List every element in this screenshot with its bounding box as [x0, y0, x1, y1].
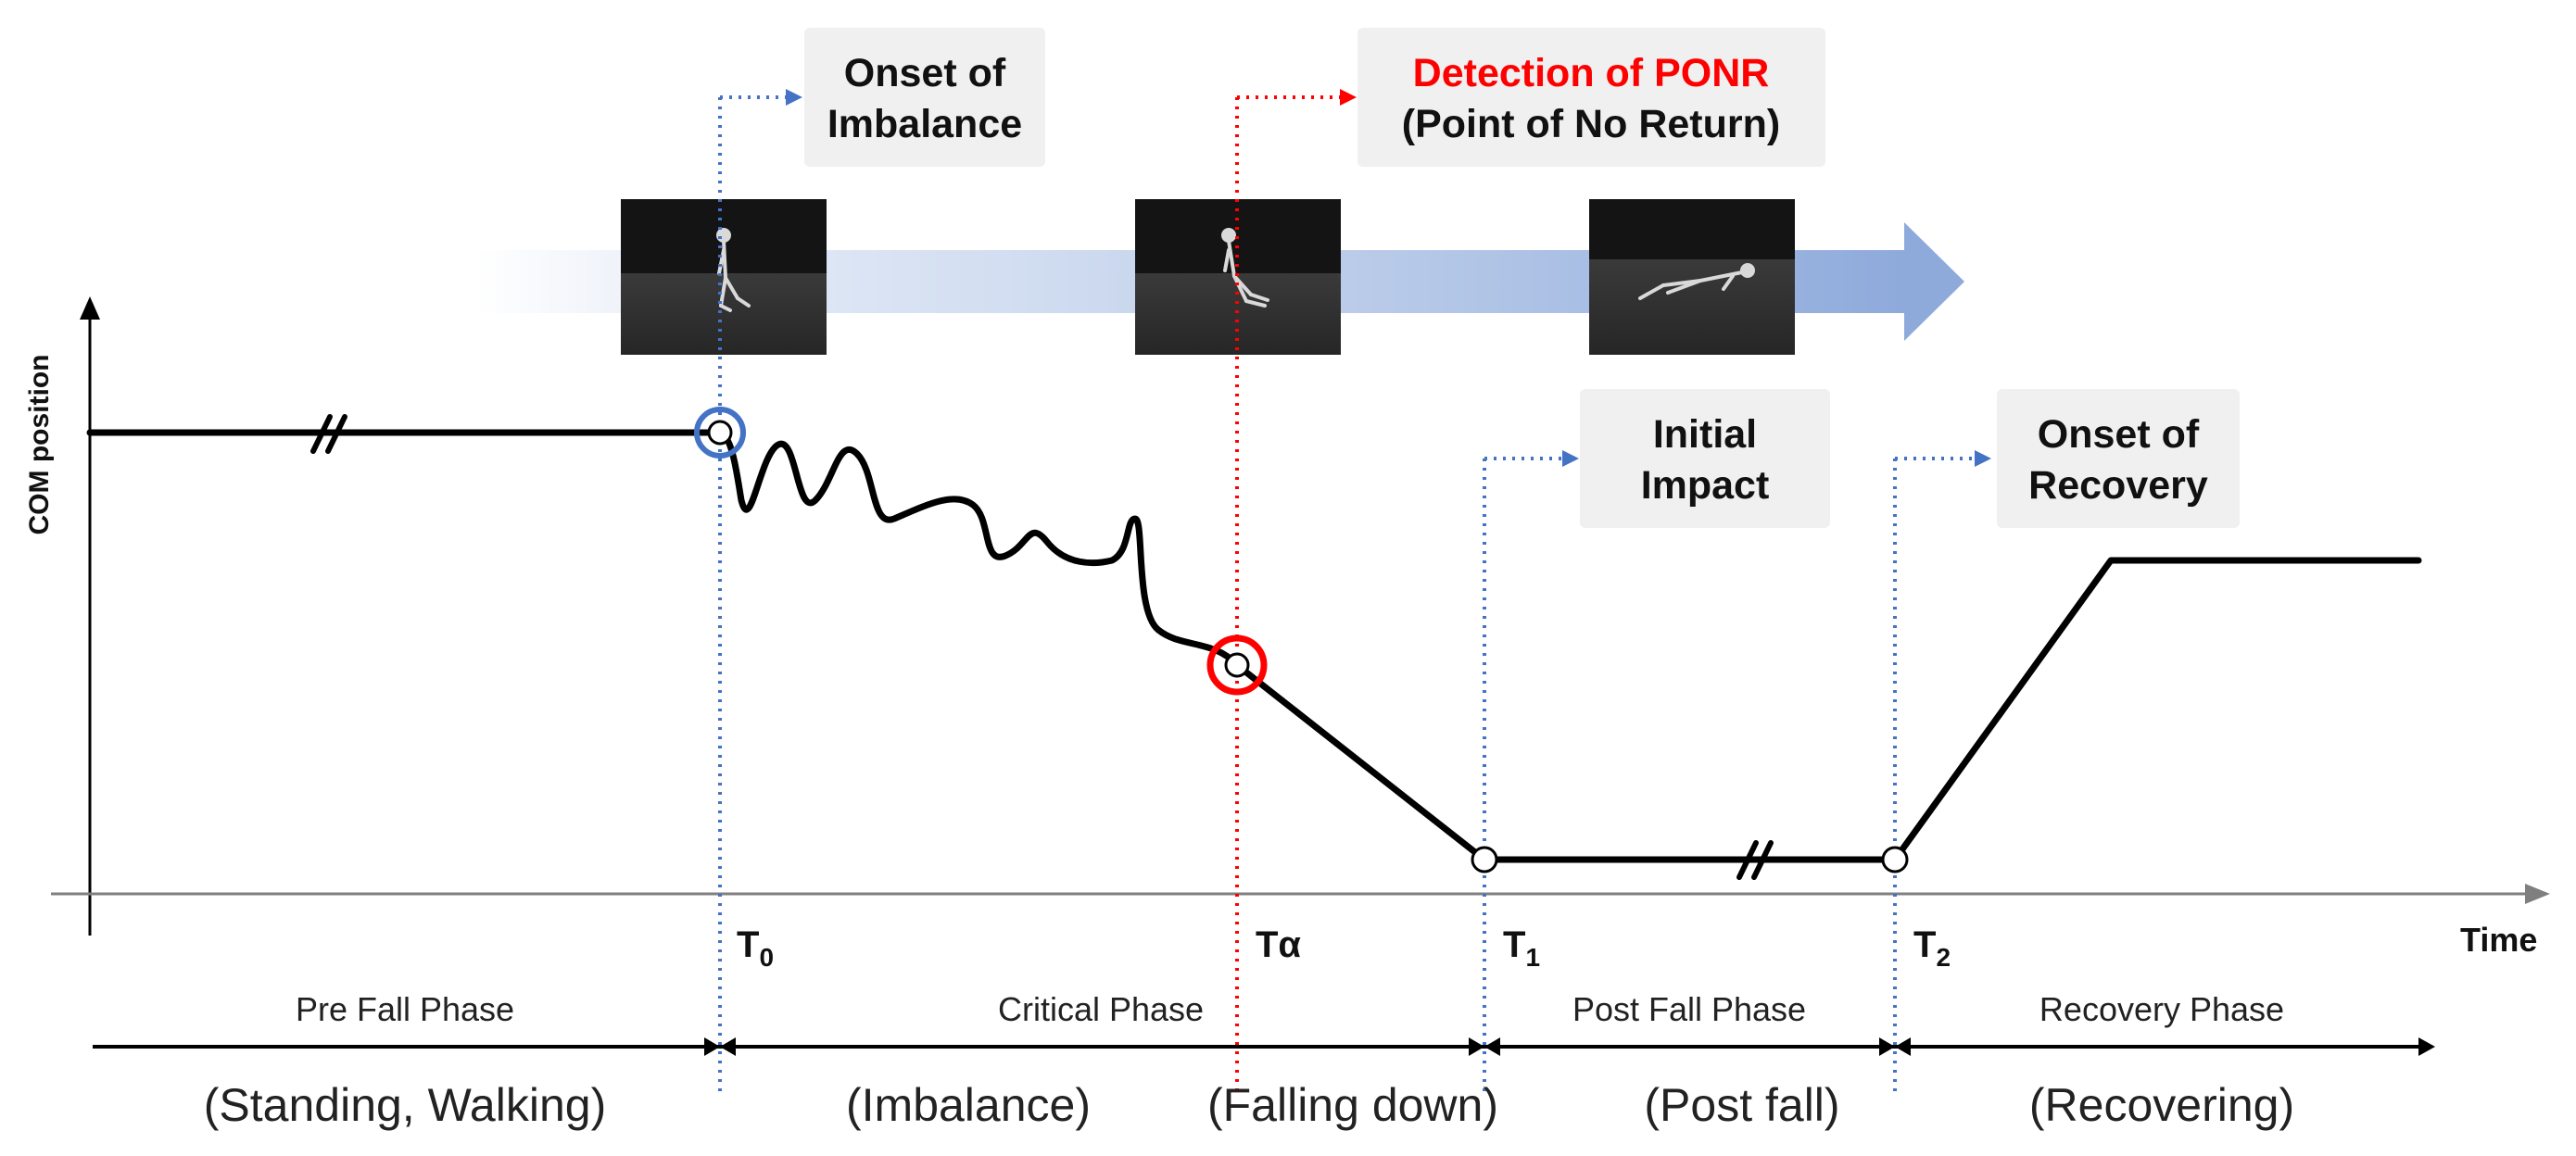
frame-leaning	[1135, 199, 1341, 355]
event-box-onset-imbalance: Onset of Imbalance	[804, 28, 1045, 167]
phase-name-recovery: Recovery Phase	[2039, 990, 2284, 1028]
phase-desc-standing-walking: (Standing, Walking)	[204, 1079, 606, 1131]
time-label-t2: T2	[1913, 924, 1951, 972]
event-box-onset-recovery: Onset of Recovery	[1997, 389, 2240, 528]
onset-recovery-connector	[1895, 450, 1991, 467]
event-box-initial-impact: Initial Impact	[1580, 389, 1830, 528]
initial-impact-marker	[1471, 846, 1498, 873]
x-axis	[51, 884, 2550, 904]
event-box-ponr-line2: (Point of No Return)	[1402, 102, 1780, 146]
onset-imbalance-marker	[694, 407, 746, 459]
time-label-talpha: Tα	[1256, 924, 1301, 965]
event-box-onset-imbalance-line1: Onset of	[844, 51, 1006, 95]
time-label-t0: T0	[737, 924, 774, 972]
y-axis-label: COM position	[24, 355, 55, 535]
event-box-onset-recovery-line2: Recovery	[2028, 463, 2208, 508]
axis-break-mark-1	[310, 414, 347, 454]
phase-arrows	[93, 1037, 2435, 1056]
frame-standing	[621, 199, 827, 355]
x-axis-label: Time	[2460, 921, 2537, 959]
phase-desc-imbalance: (Imbalance)	[846, 1079, 1091, 1131]
phase-name-post-fall: Post Fall Phase	[1572, 990, 1806, 1028]
phase-desc-falling-down: (Falling down)	[1207, 1079, 1498, 1131]
axis-break-mark-2	[1736, 840, 1774, 880]
onset-imbalance-connector	[720, 89, 802, 106]
lying-figure-icon	[1638, 263, 1755, 300]
phase-name-critical: Critical Phase	[998, 990, 1204, 1028]
phase-desc-post-fall: (Post fall)	[1644, 1079, 1839, 1131]
phase-desc-recovering: (Recovering)	[2029, 1079, 2294, 1131]
phase-name-pre-fall: Pre Fall Phase	[296, 990, 514, 1028]
event-box-ponr: Detection of PONR (Point of No Return)	[1357, 28, 1825, 167]
event-box-initial-impact-line2: Impact	[1641, 463, 1770, 508]
ponr-marker	[1206, 635, 1268, 696]
time-label-t1: T1	[1503, 924, 1540, 972]
ponr-connector	[1237, 89, 1357, 106]
frame-lying	[1589, 199, 1795, 355]
y-axis	[80, 296, 100, 936]
event-box-onset-imbalance-line2: Imbalance	[827, 102, 1022, 146]
com-curve	[86, 429, 2422, 863]
event-box-ponr-line1: Detection of PONR	[1413, 51, 1770, 95]
event-box-onset-recovery-line1: Onset of	[2038, 412, 2200, 457]
onset-recovery-marker	[1881, 846, 1909, 873]
leaning-figure-icon	[1221, 228, 1269, 308]
event-box-initial-impact-line1: Initial	[1653, 412, 1757, 457]
initial-impact-connector	[1484, 450, 1579, 467]
